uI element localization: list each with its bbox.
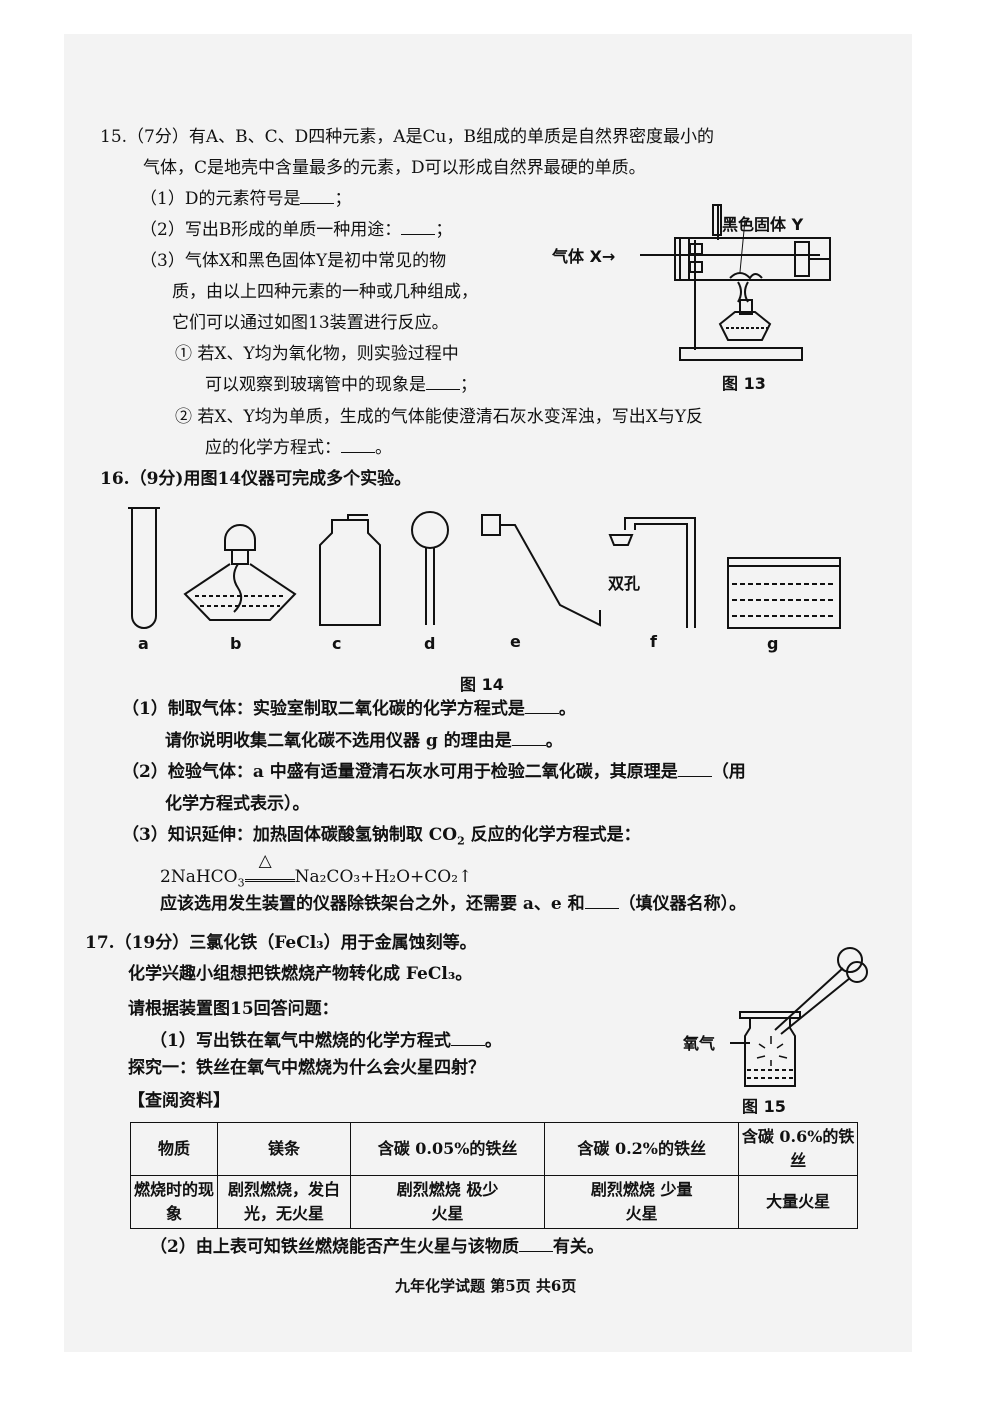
q16-part1-l2: 请你说明收集二氧化碳不选用仪器 g 的理由是。 [165, 731, 563, 751]
q15-sub2-l1: ② 若X、Y均为单质，生成的气体能使澄清石灰水变浑浊，写出X与Y反 [175, 407, 704, 427]
figure-14-caption: 图 14 [460, 675, 504, 694]
table-header-row: 物质 镁条 含碳 0.05%的铁丝 含碳 0.2%的铁丝 含碳 0.6%的铁丝 [130, 1122, 858, 1176]
table-cell: 剧烈燃烧，发白光，无火星 [217, 1175, 351, 1229]
q17-reference-heading: 【查阅资料】 [128, 1091, 230, 1111]
q17-explore: 探究一：铁丝在氧气中燃烧为什么会火星四射？ [128, 1058, 485, 1078]
table-row-label: 燃烧时的现象 [130, 1175, 218, 1229]
q16-part3-l2: 应该选用发生装置的仪器除铁架台之外，还需要 a、e 和（填仪器名称）。 [160, 894, 747, 914]
figure-13-label-x: 气体 X→ [552, 247, 616, 266]
q15-sub1-l2: 可以观察到玻璃管中的现象是； [205, 375, 477, 395]
instrument-label-a: a [138, 634, 149, 653]
instrument-label-e: e [510, 632, 521, 651]
q15-part2: （2）写出B形成的单质一种用途：； [140, 220, 453, 240]
reference-table: 物质 镁条 含碳 0.05%的铁丝 含碳 0.2%的铁丝 含碳 0.6%的铁丝 … [130, 1122, 858, 1229]
figure-13-apparatus [640, 204, 831, 361]
q15-part1: （1）D的元素符号是； [140, 189, 352, 209]
table-header: 物质 [130, 1122, 218, 1176]
table-cell: 剧烈燃烧 极少火星 [349, 1175, 546, 1229]
q15-sub2-l2: 应的化学方程式：。 [205, 438, 392, 458]
q15-part3-l2: 质，由以上四种元素的一种或几种组成， [172, 282, 478, 302]
figure-13-label-y: 黑色固体 Y [722, 215, 804, 234]
table-cell: 剧烈燃烧 少量火星 [544, 1175, 740, 1229]
instrument-label-b: b [230, 634, 242, 653]
instrument-f-note: 双孔 [608, 574, 641, 593]
instrument-label-g: g [767, 634, 779, 653]
q16-part2-l2: 化学方程式表示）。 [165, 794, 310, 814]
q16-part3-l1: （3）知识延伸：加热固体碳酸氢钠制取 CO2 反应的化学方程式是： [122, 825, 641, 848]
q15-part3-l3: 它们可以通过如图13装置进行反应。 [172, 313, 449, 333]
q16-part2-l1: （2）检验气体：a 中盛有适量澄清石灰水可用于检验二氧化碳，其原理是（用 [122, 762, 746, 782]
q16-title: 16.（9分)用图14仪器可完成多个实验。 [100, 469, 412, 489]
q15-part3-l1: （3）气体X和黑色固体Y是初中常见的物 [140, 251, 447, 271]
q17-part2: （2）由上表可知铁丝燃烧能否产生火星与该物质有关。 [150, 1237, 604, 1257]
instrument-label-c: c [332, 634, 342, 653]
table-row: 燃烧时的现象 剧烈燃烧，发白光，无火星 剧烈燃烧 极少火星 剧烈燃烧 少量火星 … [130, 1175, 858, 1229]
q17-line3: 请根据装置图15回答问题： [128, 999, 339, 1019]
q17-part1: （1）写出铁在氧气中燃烧的化学方程式。 [150, 1031, 502, 1051]
page-footer: 九年化学试题 第5页 共6页 [395, 1277, 577, 1295]
table-header: 含碳 0.05%的铁丝 [349, 1122, 546, 1176]
figure-15-caption: 图 15 [742, 1097, 786, 1116]
q17-line2: 化学兴趣小组想把铁燃烧产物转化成 FeCl₃。 [128, 964, 473, 984]
figure-13-caption: 图 13 [722, 374, 766, 393]
table-header: 含碳 0.6%的铁丝 [738, 1122, 858, 1176]
table-cell: 大量火星 [738, 1175, 858, 1229]
table-header: 含碳 0.2%的铁丝 [544, 1122, 740, 1176]
table-header: 镁条 [217, 1122, 351, 1176]
q16-equation: 2NaHCO3△Na₂CO₃+H₂O+CO₂↑ [160, 851, 473, 890]
figure-15-label-oxygen: 氧气 [683, 1034, 716, 1053]
figure-14-instruments [128, 507, 841, 629]
instrument-label-f: f [650, 632, 657, 651]
q15-line2: 气体，C是地壳中含量最多的元素，D可以形成自然界最硬的单质。 [143, 158, 646, 178]
q16-part1-l1: （1）制取气体：实验室制取二氧化碳的化学方程式是。 [122, 699, 576, 719]
figure-15-iron-burning [730, 947, 868, 1087]
q15-line1: 15.（7分）有A、B、C、D四种元素，A是Cu，B组成的单质是自然界密度最小的 [100, 127, 714, 147]
instrument-label-d: d [424, 634, 436, 653]
q17-title: 17.（19分）三氯化铁（FeCl₃）用于金属蚀刻等。 [85, 933, 477, 953]
q15-sub1-l1: ① 若X、Y均为氧化物，则实验过程中 [175, 344, 459, 364]
